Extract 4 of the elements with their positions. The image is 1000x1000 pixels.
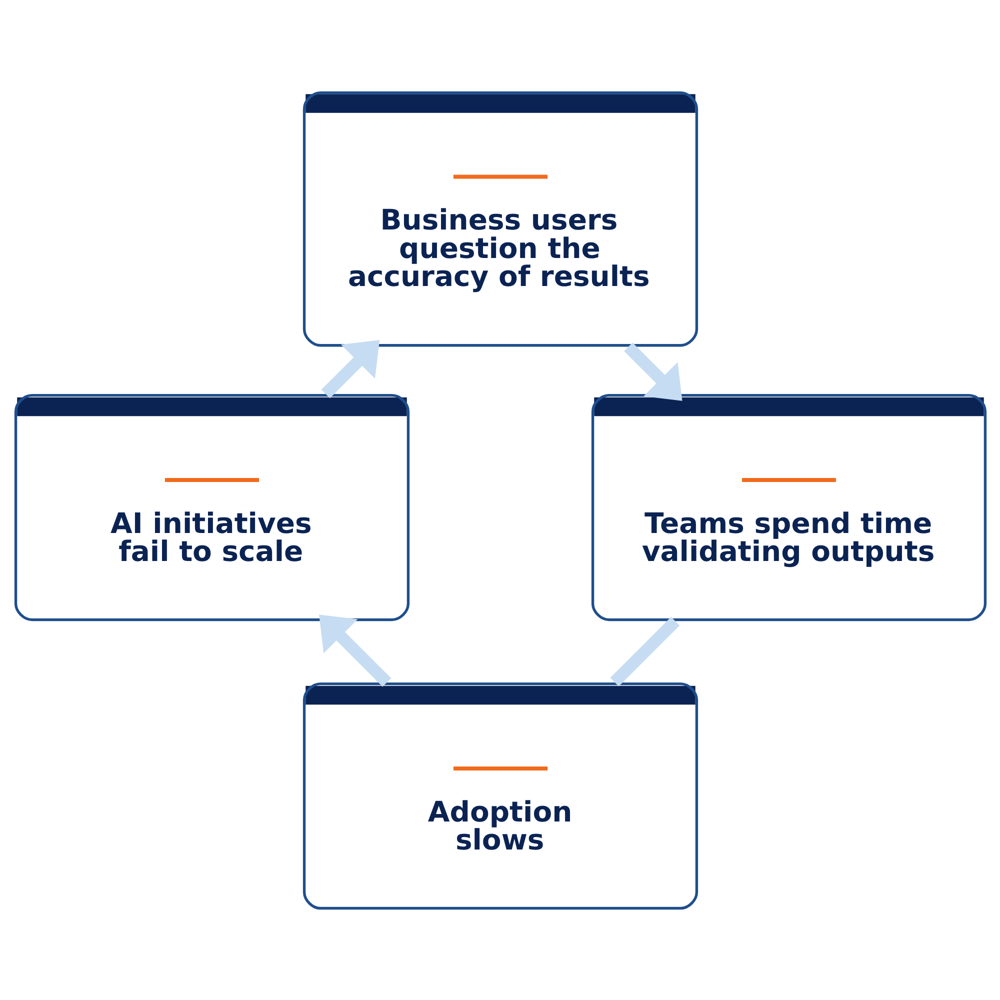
arrow [624,342,682,400]
connector [610,616,680,686]
arrow [318,614,391,686]
arrow [320,339,380,398]
